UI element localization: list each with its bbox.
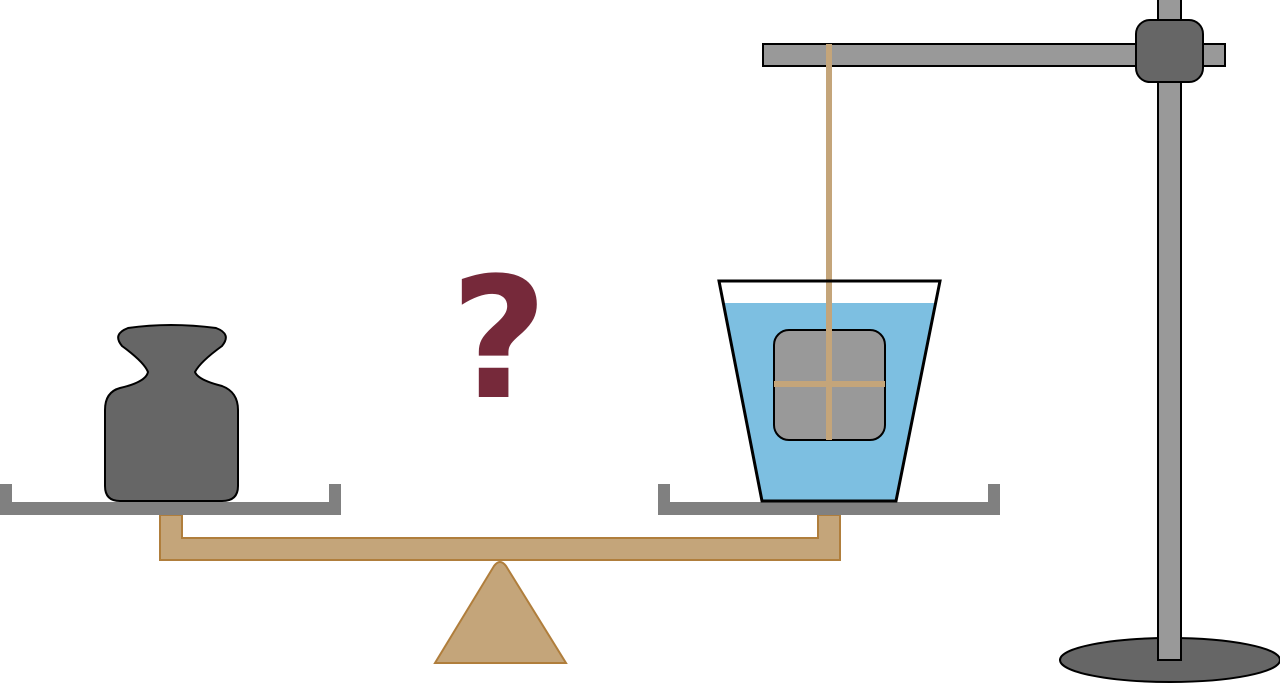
retort-stand [762,0,1280,683]
question-mark: ? [450,241,547,437]
left-pan [0,484,341,515]
stand-arm [762,43,1226,67]
beaker-outline [717,279,942,503]
stand-clamp [1135,19,1204,83]
stand-pole [1157,0,1182,661]
balance-beam [159,514,841,561]
weight-icon [104,324,239,502]
right-pan [658,484,1000,515]
beaker [717,44,942,503]
fulcrum [433,561,568,664]
